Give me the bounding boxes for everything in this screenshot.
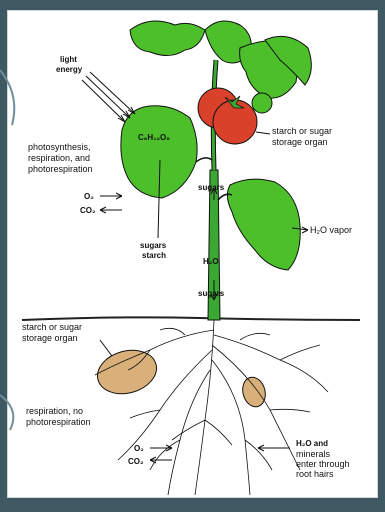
- label-stem-sugars-upper: sugars: [198, 183, 225, 192]
- label-root-process-2: photorespiration: [26, 417, 91, 427]
- label-leaf-process-1: photosynthesis,: [28, 142, 91, 152]
- label-stem-sugars-lower: sugars: [198, 289, 225, 298]
- label-root-uptake-2: minerals: [296, 449, 331, 459]
- label-water-vapor: H₂O vapor: [310, 225, 352, 235]
- label-sugars-1: sugars: [140, 241, 167, 250]
- label-tuber-storage-1: starch or sugar: [22, 322, 82, 332]
- label-glucose-formula: C₆H₁₂O₆: [138, 133, 170, 142]
- label-starch-1: starch: [142, 251, 166, 260]
- label-tuber-storage-2: storage organ: [22, 333, 78, 343]
- decorative-arc-bottom: [0, 395, 13, 430]
- label-root-o2: O₂: [134, 444, 144, 453]
- decorative-arc-top: [0, 70, 14, 125]
- label-fruit-storage-1: starch or sugar: [272, 126, 332, 136]
- label-light-energy-1: light: [60, 55, 77, 64]
- label-root-co2: CO₂: [128, 457, 144, 466]
- label-leaf-process-2: respiration, and: [28, 153, 90, 163]
- label-root-uptake-1: H₂O and: [296, 439, 328, 448]
- label-light-energy-2: energy: [56, 65, 83, 74]
- label-fruit-storage-2: storage organ: [272, 137, 328, 147]
- tuber-storage: [93, 344, 269, 409]
- soil-line: [22, 317, 360, 320]
- label-root-process-1: respiration, no: [26, 406, 83, 416]
- label-leaf-o2: O₂: [84, 192, 94, 201]
- tomato-fruit: [198, 88, 272, 144]
- root-system: [95, 320, 328, 495]
- label-leaf-process-3: photorespiration: [28, 164, 93, 174]
- label-root-uptake-3: enter through: [296, 459, 350, 469]
- label-leaf-co2: CO₂: [80, 206, 96, 215]
- label-root-uptake-4: root hairs: [296, 469, 334, 479]
- right-leaf: [218, 179, 300, 270]
- top-leaves: [130, 21, 311, 98]
- label-stem-water: H₂O: [203, 257, 219, 266]
